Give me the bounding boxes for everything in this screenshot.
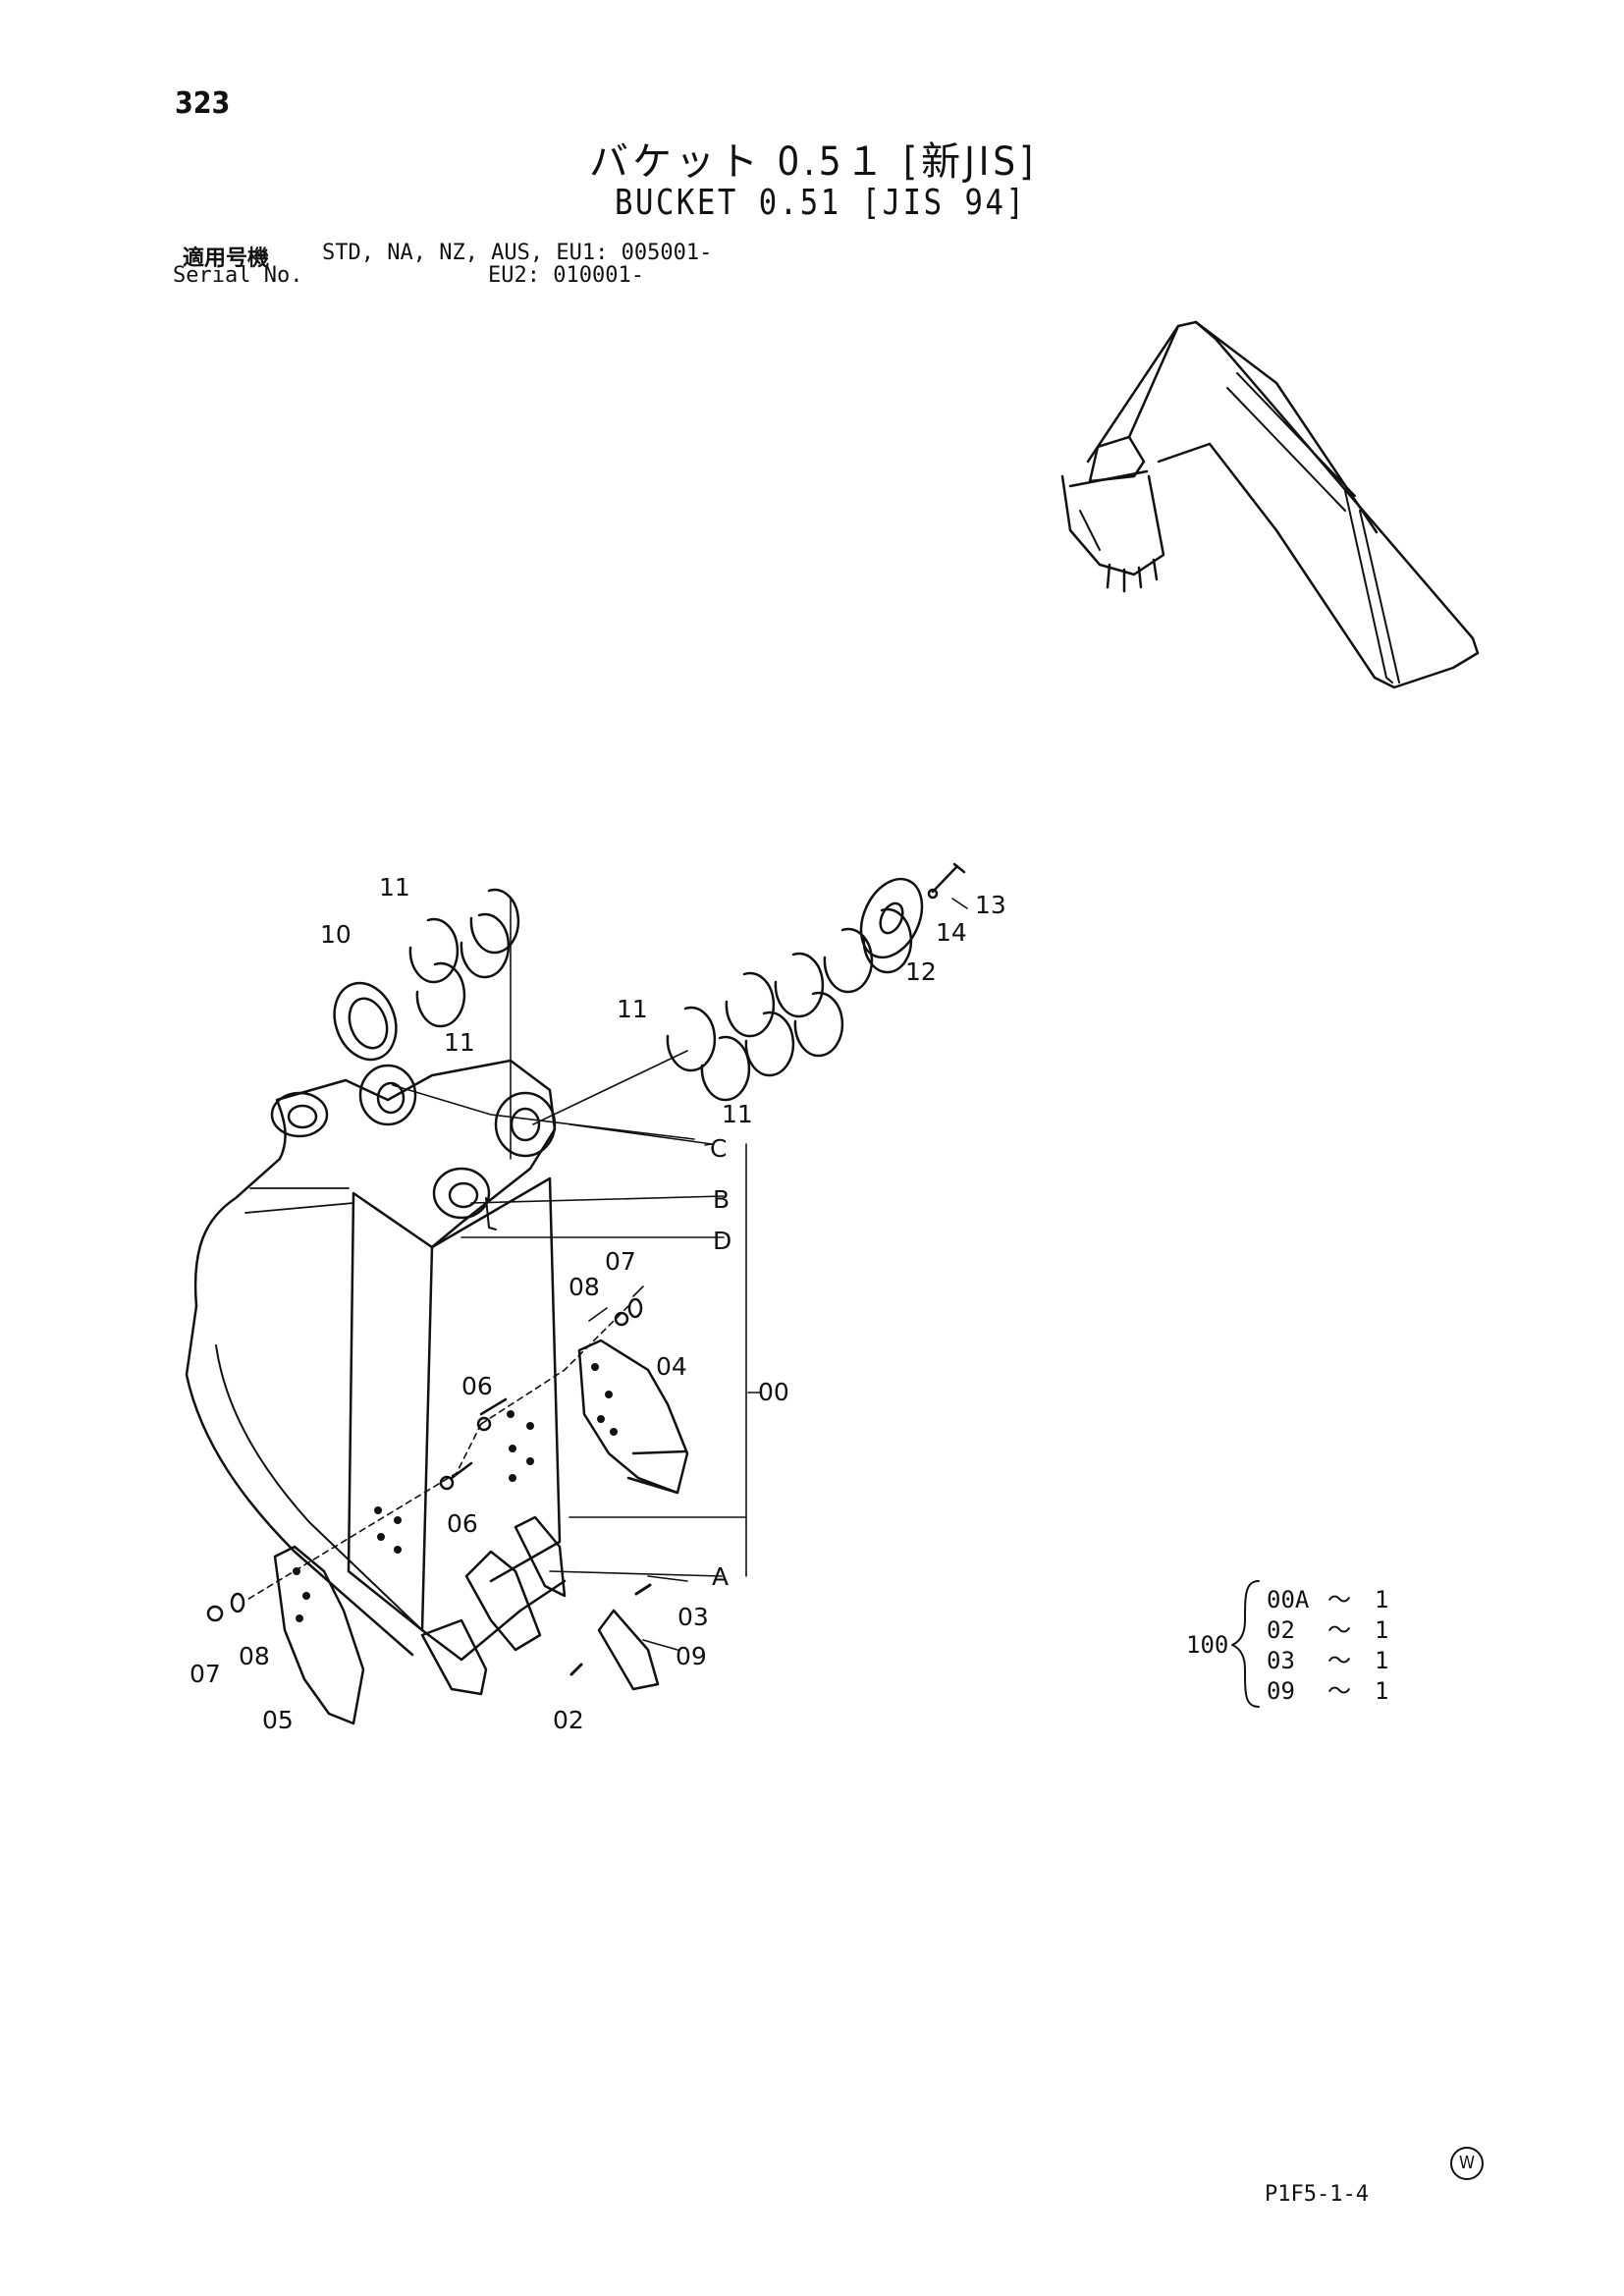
side-cutter-part-04 <box>577 1339 689 1495</box>
page-number: 323 <box>175 86 231 121</box>
assembly-part: 02 <box>1267 1616 1295 1644</box>
callout-12: 12 <box>905 957 937 986</box>
washer-part-10 <box>333 981 398 1062</box>
callout-11-a: 11 <box>379 873 410 902</box>
assembly-sym: ～ <box>1327 1677 1351 1705</box>
callout-03: 03 <box>677 1603 709 1631</box>
assembly-sym: ～ <box>1327 1647 1351 1674</box>
assembly-qty: 1 <box>1375 1647 1388 1674</box>
reference-a: A <box>712 1562 729 1591</box>
callout-08-upper: 08 <box>568 1273 600 1301</box>
serial-range-line1: STD, NA, NZ, AUS, EU1: 005001- <box>322 241 713 265</box>
assembly-part: 09 <box>1267 1677 1295 1705</box>
assembly-qty: 1 <box>1375 1677 1388 1705</box>
reference-d: D <box>713 1227 731 1255</box>
callout-10: 10 <box>320 920 352 949</box>
serial-label-english: Serial No. <box>173 263 303 288</box>
snap-rings-upper-right <box>666 907 913 1102</box>
callout-11-c: 11 <box>617 995 648 1023</box>
callout-05: 05 <box>262 1706 294 1734</box>
assembly-part: 03 <box>1267 1647 1295 1674</box>
snap-rings-upper-left <box>408 888 520 1028</box>
w-mark-icon: W <box>1450 2147 1484 2180</box>
serial-label-japanese: 適用号機 <box>183 246 270 271</box>
reference-c: C <box>710 1134 727 1163</box>
callout-11-b: 11 <box>444 1028 475 1057</box>
assembly-qty: 1 <box>1375 1616 1388 1644</box>
assembly-qty: 1 <box>1375 1586 1388 1613</box>
bolts-nuts-washers <box>206 1297 652 1676</box>
bucket-body <box>185 1059 567 1662</box>
bucket-teeth <box>420 1515 660 1696</box>
title-japanese: バケット 0.5１ [新JIS] <box>589 139 1038 185</box>
callout-07-lower: 07 <box>189 1660 221 1688</box>
callout-06-lower: 06 <box>447 1509 478 1538</box>
assembly-sym: ～ <box>1327 1616 1351 1644</box>
callout-07-upper: 07 <box>605 1247 636 1276</box>
callout-02: 02 <box>553 1706 584 1734</box>
callout-13: 13 <box>975 891 1006 919</box>
page-code: P1F5-1-4 <box>1265 2182 1369 2207</box>
callout-06-upper: 06 <box>461 1372 493 1400</box>
callout-11-d: 11 <box>722 1100 753 1128</box>
title-english: BUCKET 0.51 [JIS 94] <box>615 183 1027 223</box>
assembly-sym: ～ <box>1327 1586 1351 1613</box>
assembly-part: 00A <box>1267 1586 1310 1613</box>
callout-00: 00 <box>758 1378 789 1406</box>
excavator-arm-thumbnail <box>1060 320 1480 689</box>
callout-08-lower: 08 <box>239 1642 270 1670</box>
assembly-id: 100 <box>1186 1631 1228 1659</box>
reference-b: B <box>713 1185 730 1214</box>
callout-04: 04 <box>656 1352 687 1381</box>
serial-range-line2: EU2: 010001- <box>488 263 644 288</box>
leader-lines <box>244 898 968 1651</box>
callout-labels: 00 02 03 04 05 06 06 07 07 08 08 09 10 1… <box>189 873 1006 1734</box>
assembly-note: 100 00A ～ 1 02 ～ 1 03 ～ 1 09 ～ 1 <box>1186 1580 1388 1708</box>
bolt-part-13 <box>927 862 966 900</box>
plate-part-12 <box>859 877 924 959</box>
callout-09: 09 <box>676 1642 707 1670</box>
callout-14: 14 <box>936 918 967 947</box>
